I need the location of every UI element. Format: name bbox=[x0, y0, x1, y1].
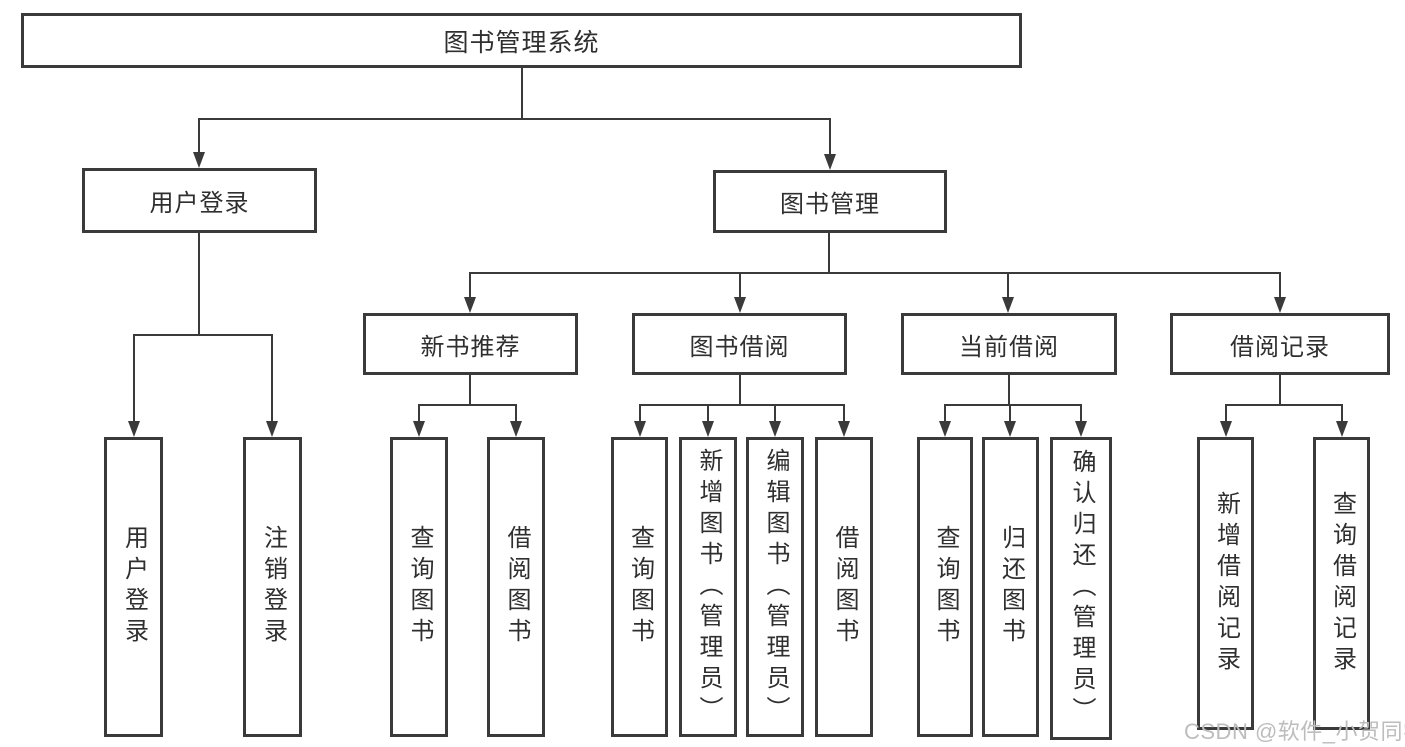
arrow-down-icon bbox=[1002, 297, 1014, 313]
node-label: 图书借阅 bbox=[689, 333, 790, 361]
connector-line bbox=[271, 334, 273, 422]
leaf-add-books-admin: 新增图书（管理员） bbox=[679, 437, 737, 737]
arrow-down-icon bbox=[266, 421, 278, 437]
connector-line bbox=[1080, 404, 1082, 423]
leaf-query-borrow-record: 查询借阅记录 bbox=[1313, 437, 1370, 730]
connector-line bbox=[944, 404, 946, 423]
leaf-query-books-2: 查询图书 bbox=[611, 437, 668, 737]
arrow-down-icon bbox=[128, 421, 140, 437]
connector-line bbox=[1008, 375, 1010, 406]
node-book-borrowing: 图书借阅 bbox=[632, 313, 847, 375]
node-label: 图书管理 bbox=[780, 191, 880, 218]
connector-line bbox=[639, 404, 641, 423]
node-user-login: 用户登录 bbox=[82, 168, 317, 233]
arrow-down-icon bbox=[634, 421, 646, 437]
leaf-query-books-3: 查询图书 bbox=[917, 437, 973, 737]
connector-line bbox=[469, 375, 471, 406]
connector-line bbox=[198, 118, 200, 154]
node-book-management: 图书管理 bbox=[713, 170, 947, 233]
arrow-down-icon bbox=[824, 154, 836, 170]
arrow-down-icon bbox=[193, 152, 205, 168]
connector-line bbox=[1279, 375, 1281, 406]
arrow-down-icon bbox=[1075, 421, 1087, 437]
connector-line bbox=[1225, 404, 1343, 406]
leaf-return-books: 归还图书 bbox=[982, 437, 1039, 737]
arrow-down-icon bbox=[510, 421, 522, 437]
connector-line bbox=[707, 404, 709, 423]
node-label: 新书推荐 bbox=[420, 333, 521, 361]
connector-line bbox=[515, 404, 517, 423]
csdn-watermark: CSDN @软件_小贺同学 bbox=[1184, 719, 1405, 744]
arrow-down-icon bbox=[769, 421, 781, 437]
leaf-label: 查询图书 bbox=[626, 525, 654, 649]
leaf-label: 查询图书 bbox=[406, 525, 433, 649]
leaf-label: 编辑图书（管理员） bbox=[762, 447, 789, 727]
connector-line bbox=[418, 404, 517, 406]
node-library-management-system: 图书管理系统 bbox=[21, 13, 1022, 68]
connector-line bbox=[418, 404, 420, 423]
connector-line bbox=[1279, 272, 1281, 300]
connector-line bbox=[829, 118, 831, 156]
node-borrowing-records: 借阅记录 bbox=[1170, 313, 1390, 375]
leaf-label: 查询图书 bbox=[932, 525, 959, 649]
node-label: 当前借阅 bbox=[959, 333, 1059, 361]
connector-line bbox=[198, 233, 200, 336]
node-current-borrowing: 当前借阅 bbox=[901, 313, 1117, 375]
arrow-down-icon bbox=[1274, 297, 1286, 313]
connector-line bbox=[739, 375, 741, 406]
arrow-down-icon bbox=[838, 421, 850, 437]
leaf-add-borrow-record: 新增借阅记录 bbox=[1197, 437, 1254, 730]
connector-line bbox=[521, 68, 523, 120]
connector-line bbox=[828, 233, 830, 274]
connector-line bbox=[1007, 272, 1009, 300]
connector-line bbox=[1225, 404, 1227, 423]
leaf-user-login: 用户登录 bbox=[104, 437, 163, 737]
arrow-down-icon bbox=[1004, 421, 1016, 437]
leaf-label: 确认归还（管理员） bbox=[1068, 449, 1095, 728]
arrow-down-icon bbox=[1220, 421, 1232, 437]
connector-line bbox=[133, 334, 135, 422]
arrow-down-icon bbox=[939, 421, 951, 437]
connector-line bbox=[1009, 404, 1011, 423]
connector-line bbox=[843, 404, 845, 423]
leaf-label: 归还图书 bbox=[997, 525, 1025, 649]
connector-line bbox=[469, 272, 471, 300]
leaf-label: 新增图书（管理员） bbox=[695, 447, 722, 727]
connector-line bbox=[944, 404, 1082, 406]
connector-line bbox=[639, 404, 845, 406]
leaf-borrow-books-1: 借阅图书 bbox=[487, 437, 545, 737]
connector-line bbox=[469, 272, 1281, 274]
node-label: 用户登录 bbox=[149, 190, 250, 217]
leaf-label: 查询借阅记录 bbox=[1328, 490, 1356, 677]
node-label: 图书管理系统 bbox=[443, 28, 600, 57]
leaf-label: 借阅图书 bbox=[503, 525, 530, 649]
connector-line bbox=[198, 118, 831, 120]
leaf-label: 用户登录 bbox=[120, 525, 148, 649]
arrow-down-icon bbox=[464, 297, 476, 313]
connector-line bbox=[134, 334, 273, 336]
leaf-label: 新增借阅记录 bbox=[1212, 490, 1240, 677]
leaf-query-books-1: 查询图书 bbox=[390, 437, 448, 737]
arrow-down-icon bbox=[734, 297, 746, 313]
node-label: 借阅记录 bbox=[1230, 333, 1330, 361]
leaf-label: 借阅图书 bbox=[831, 525, 858, 649]
leaf-confirm-return-admin: 确认归还（管理员） bbox=[1050, 437, 1112, 740]
node-new-book-recommendation: 新书推荐 bbox=[363, 313, 578, 375]
connector-line bbox=[739, 272, 741, 300]
connector-line bbox=[774, 404, 776, 423]
leaf-logout: 注销登录 bbox=[243, 437, 302, 737]
leaf-label: 注销登录 bbox=[259, 525, 287, 649]
arrow-down-icon bbox=[1336, 421, 1348, 437]
connector-line bbox=[1341, 404, 1343, 423]
leaf-edit-books-admin: 编辑图书（管理员） bbox=[746, 437, 804, 737]
arrow-down-icon bbox=[702, 421, 714, 437]
leaf-borrow-books-2: 借阅图书 bbox=[815, 437, 873, 737]
arrow-down-icon bbox=[413, 421, 425, 437]
